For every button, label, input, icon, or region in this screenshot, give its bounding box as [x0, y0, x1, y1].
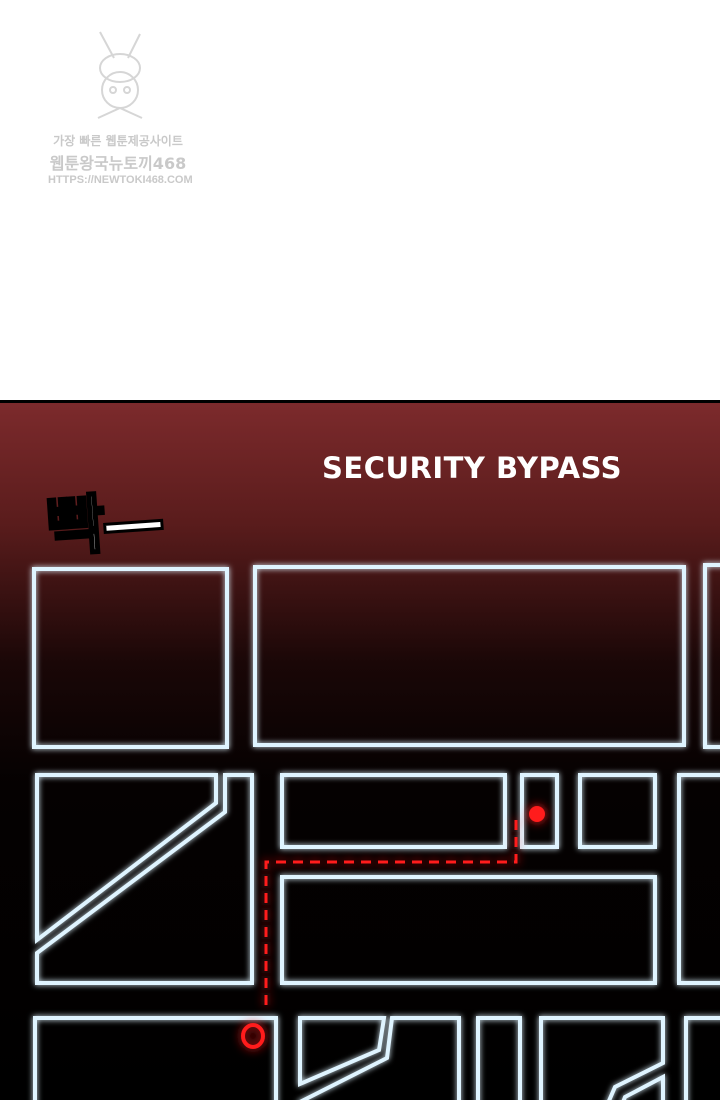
watermark-line2: 웹툰왕국뉴토끼468	[49, 154, 187, 173]
room	[476, 1016, 522, 1100]
room	[280, 773, 507, 849]
route-path	[264, 820, 518, 1008]
room	[539, 1016, 665, 1100]
room	[253, 565, 686, 747]
room	[677, 773, 720, 985]
room	[298, 1016, 387, 1088]
watermark-url: HTTPS://NEWTOKI468.COM	[48, 174, 193, 186]
watermark-line1: 가장 빠른 웹툰제공사이트	[53, 134, 183, 148]
room	[703, 563, 720, 749]
room	[578, 773, 657, 849]
panel-title: SECURITY BYPASS	[322, 451, 623, 485]
room	[621, 1073, 665, 1100]
room	[33, 1016, 278, 1100]
target-marker	[529, 806, 545, 822]
room	[684, 1016, 720, 1100]
room	[280, 875, 657, 985]
room	[32, 567, 229, 749]
watermark-logo: 가장 빠른 웹툰제공사이트 웹툰왕국뉴토끼468 HTTPS://NEWTOKI…	[48, 28, 193, 193]
room	[299, 1016, 461, 1100]
current-position-marker	[241, 1023, 265, 1049]
room	[520, 773, 559, 849]
mascot-icon	[97, 31, 143, 119]
room	[35, 773, 254, 985]
room	[35, 773, 218, 945]
